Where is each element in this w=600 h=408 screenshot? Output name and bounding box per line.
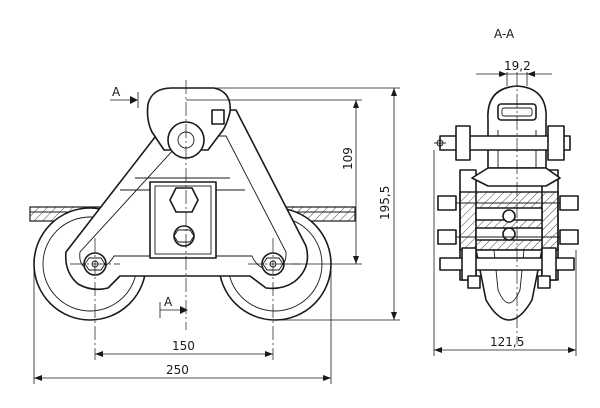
dimension-section-width: 121,5 (433, 150, 577, 356)
section-marker-top: A (110, 85, 139, 108)
dimension-overall-width: 250 (33, 264, 332, 384)
center-block (149, 181, 217, 259)
section-marker-label: A (112, 85, 121, 99)
dimension-pin-height: 109 (186, 99, 362, 265)
section-marker-label: A (164, 295, 173, 309)
section-marker-bottom: A (159, 295, 188, 318)
front-view: A A 150 250 (29, 80, 400, 384)
dimension-label: 250 (166, 363, 189, 377)
dimension-total-height: 195,5 (210, 87, 400, 321)
section-view: A-A (433, 27, 579, 356)
section-top-bolt (434, 125, 571, 161)
dimension-clevis-width: 19,2 (476, 59, 552, 86)
dimension-label: 195,5 (378, 186, 392, 220)
dimension-label: 19,2 (504, 59, 531, 73)
section-title: A-A (494, 27, 515, 41)
dimension-label: 121,5 (490, 335, 524, 349)
section-cross-member (459, 191, 559, 251)
dimension-label: 109 (341, 147, 355, 170)
section-lower-bolts (439, 247, 575, 289)
dimension-label: 150 (172, 339, 195, 353)
dimension-wheel-spacing: 150 (95, 339, 273, 357)
section-middle-bolts (437, 195, 579, 245)
